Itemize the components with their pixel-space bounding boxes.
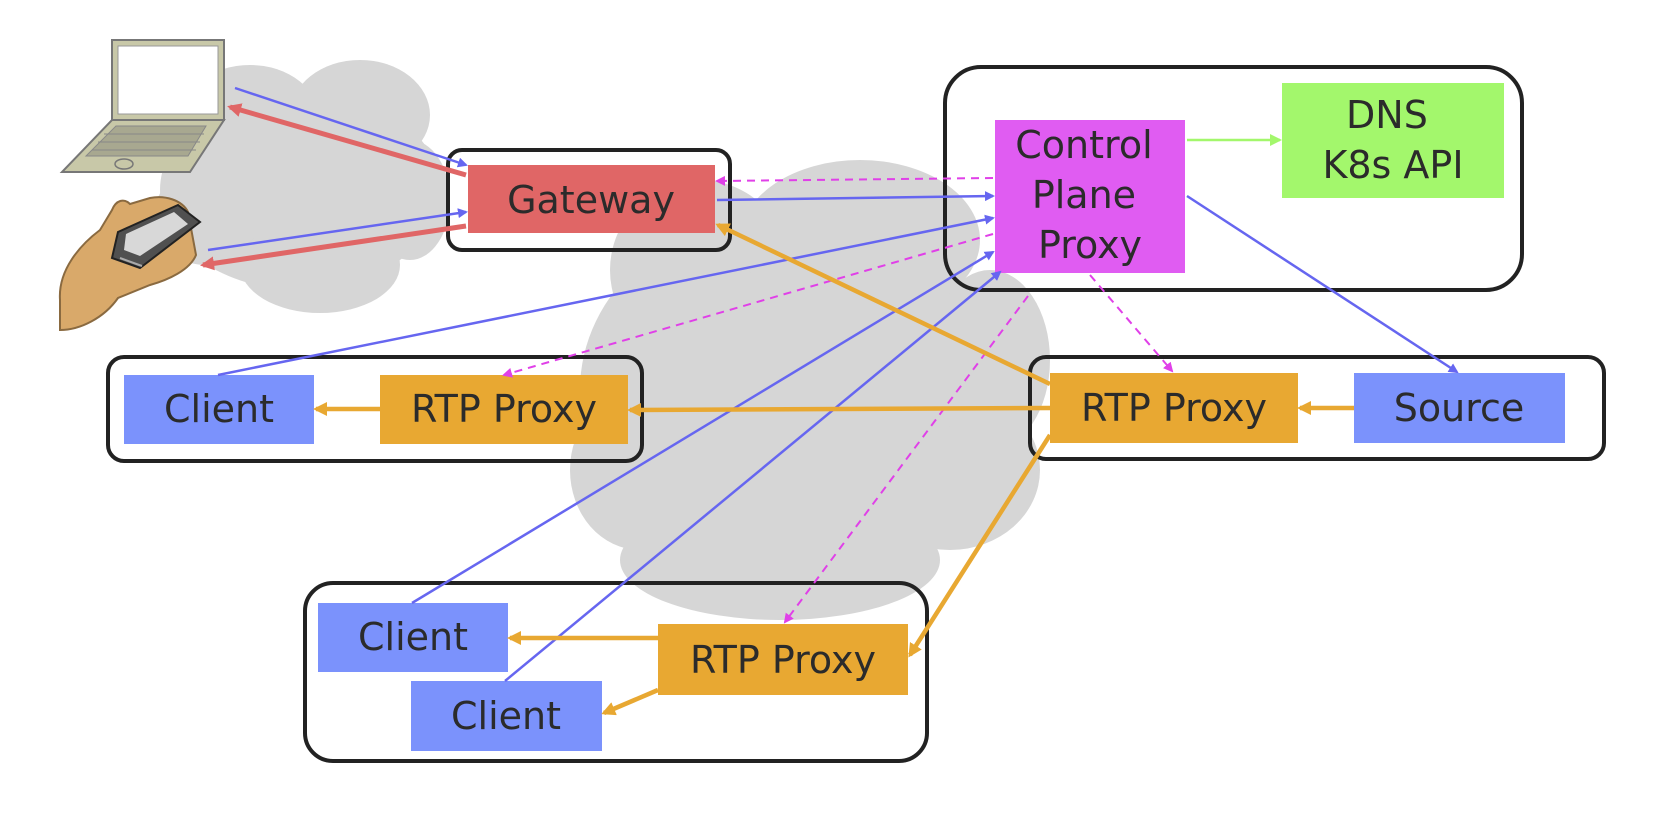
- link-rtp-bottom-client-2: [601, 687, 659, 716]
- rtp-proxy-right-label: RTP Proxy: [1081, 386, 1267, 430]
- control-plane-proxy-label: Control Plane Proxy: [1015, 123, 1164, 267]
- gateway-return-links: [200, 103, 467, 271]
- dns-k8s-line-1: DNS: [1346, 93, 1428, 137]
- link-gateway-laptop: [227, 103, 467, 178]
- link-laptop-gateway: [234, 86, 468, 168]
- link-client-left-control: [217, 214, 995, 377]
- link-control-gateway: [715, 175, 994, 186]
- control-plane-proxy-line-2: Plane: [1032, 173, 1136, 217]
- rtp-proxy-bottom-label: RTP Proxy: [690, 638, 876, 682]
- link-gateway-control: [716, 191, 995, 202]
- link-gateway-handheld: [200, 223, 467, 271]
- laptop-icon[interactable]: [59, 39, 226, 173]
- control-plane-proxy-line-1: Control: [1015, 123, 1152, 167]
- group-bottom: [303, 581, 929, 763]
- media-links: [313, 222, 1354, 716]
- client-left-box[interactable]: [124, 375, 314, 444]
- client-bottom-2-box[interactable]: [411, 681, 602, 751]
- rtp-proxy-bottom-box[interactable]: [658, 624, 908, 695]
- dns-k8s-label: DNS K8s API: [1322, 93, 1463, 187]
- handheld-device-icon[interactable]: [58, 196, 202, 332]
- dns-k8s-box[interactable]: [1282, 83, 1504, 198]
- dns-k8s-line-2: K8s API: [1322, 143, 1463, 187]
- gateway-box[interactable]: [468, 165, 715, 233]
- link-handheld-gateway: [207, 208, 468, 252]
- rtp-proxy-right-box[interactable]: [1050, 373, 1298, 443]
- link-rtp-right-rtp-bottom: [908, 433, 1052, 658]
- link-rtp-right-gateway: [715, 222, 1051, 387]
- signal-links: [502, 175, 1174, 624]
- client-bottom-2-label: Client: [451, 694, 561, 738]
- rtp-proxy-left-label: RTP Proxy: [411, 387, 597, 431]
- source-label: Source: [1394, 386, 1525, 430]
- link-client-bottom2-control: [504, 270, 1002, 682]
- client-left-label: Client: [164, 387, 274, 431]
- client-bottom-1-label: Client: [358, 615, 468, 659]
- link-rtp-right-rtp-left: [627, 402, 1051, 417]
- link-control-rtp-right: [1089, 274, 1174, 373]
- gateway-label: Gateway: [507, 178, 675, 222]
- control-plane-proxy-line-3: Proxy: [1038, 223, 1142, 267]
- client-bottom-1-box[interactable]: [318, 603, 508, 672]
- rtp-proxy-left-box[interactable]: [380, 375, 628, 444]
- link-control-source: [1186, 194, 1459, 374]
- link-control-rtp-left: [502, 233, 994, 378]
- control-plane-proxy-box[interactable]: [995, 120, 1185, 273]
- source-box[interactable]: [1354, 373, 1565, 443]
- link-control-rtp-bottom: [783, 295, 1029, 624]
